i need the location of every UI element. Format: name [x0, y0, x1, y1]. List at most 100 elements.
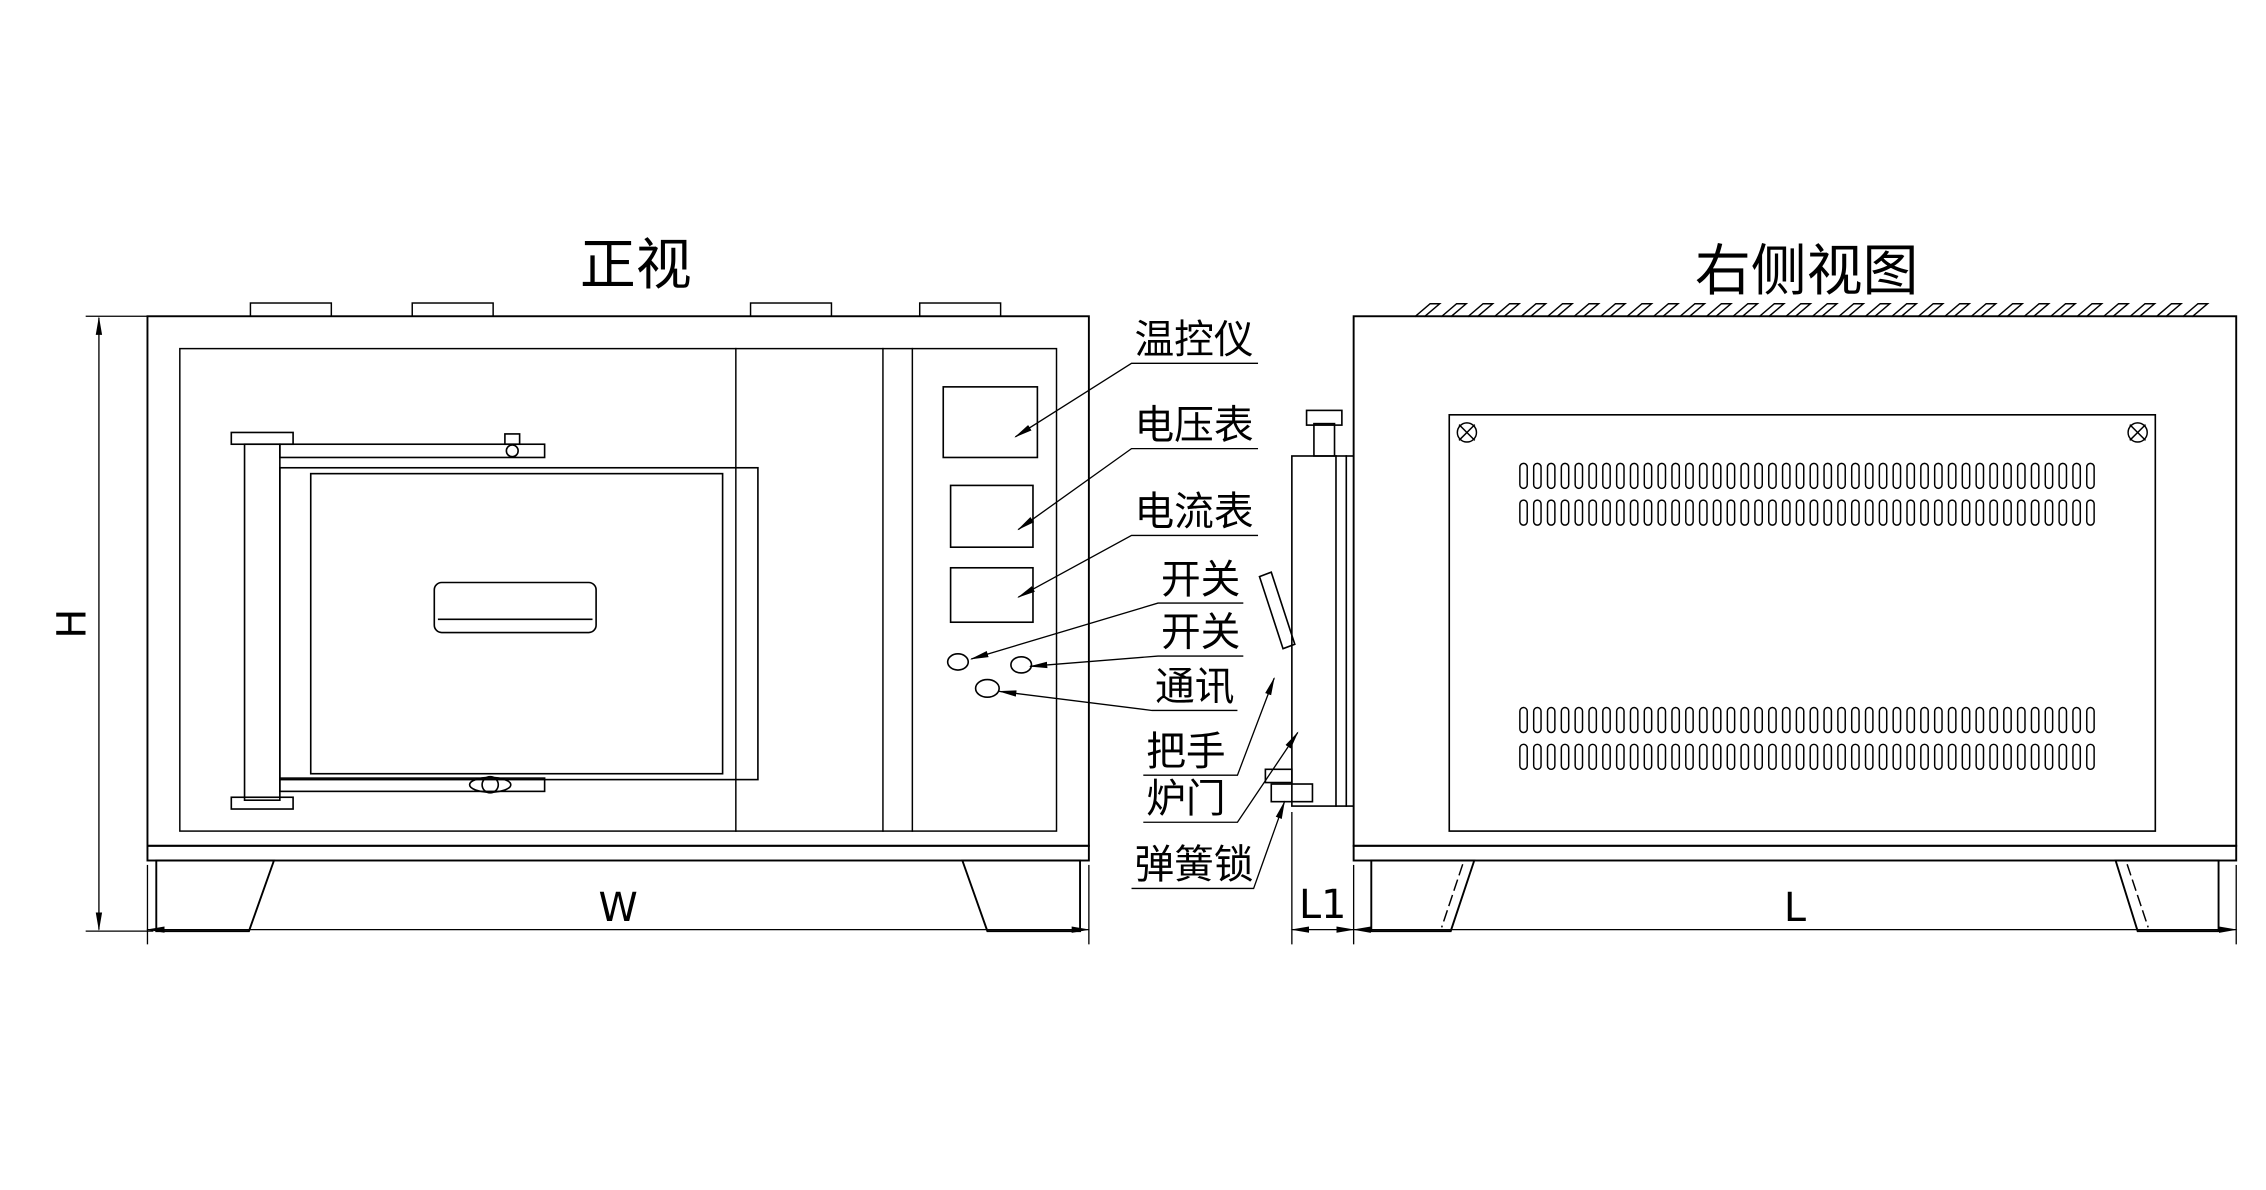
vent-slot	[2072, 462, 2082, 490]
top-fin	[2076, 303, 2104, 318]
vent-slot	[2003, 499, 2012, 526]
vent-slot	[1685, 743, 1694, 771]
vent-slot	[1671, 706, 1681, 734]
top-fin	[2023, 303, 2051, 318]
vent-slot	[1671, 462, 1681, 490]
vent-slot	[1671, 499, 1681, 526]
vent-slot	[1685, 462, 1694, 490]
vent-slot	[1532, 499, 1542, 526]
vent-slot	[1795, 743, 1805, 771]
vent-slot	[1906, 462, 1916, 490]
vent-slot	[1519, 499, 1528, 526]
vent-slot	[1602, 462, 1611, 490]
vent-slot	[1740, 706, 1750, 734]
vent-slot	[1781, 499, 1791, 526]
vent-slot	[1560, 706, 1570, 734]
callout-label-switch-2: 开关	[1161, 610, 1240, 656]
vent-slot	[1740, 743, 1750, 771]
vent-slot	[1629, 462, 1639, 490]
vent-slot	[1754, 706, 1764, 734]
top-fin	[1599, 303, 1628, 318]
vent-slot	[2058, 462, 2068, 490]
leader-voltmeter	[1017, 447, 1259, 531]
vent-slot	[1615, 706, 1625, 734]
vent-slot	[1712, 462, 1722, 490]
vent-slot	[1546, 706, 1556, 734]
vent-slot	[1588, 462, 1598, 490]
vent-slots	[1519, 462, 2095, 771]
vent-slot	[1837, 499, 1846, 526]
vent-slot	[1823, 499, 1833, 526]
vent-slot	[1947, 706, 1957, 734]
top-fin	[1414, 303, 1442, 318]
vent-slot	[1532, 743, 1542, 771]
vent-slot	[1933, 706, 1943, 734]
side-door	[1291, 455, 1348, 807]
vent-slot	[1906, 706, 1916, 734]
top-fin	[1890, 303, 1919, 318]
vent-slot	[1698, 499, 1708, 526]
vent-slot	[2044, 706, 2054, 734]
vent-slot	[1532, 462, 1542, 490]
vent-slot	[1602, 743, 1611, 771]
vent-slot	[1560, 499, 1570, 526]
callout-label-voltmeter: 电压表	[1134, 402, 1253, 448]
vent-slot	[1712, 743, 1722, 771]
vent-slot	[1532, 706, 1542, 734]
vent-slot	[1519, 706, 1528, 734]
vent-slot	[1712, 706, 1722, 734]
vent-slot	[2030, 706, 2040, 734]
vent-slot	[1975, 499, 1985, 526]
vent-slot	[2044, 462, 2054, 490]
top-fin	[1917, 303, 1945, 318]
top-fin	[1679, 303, 1707, 318]
vent-slot	[1961, 499, 1971, 526]
dimension-labels: H W L1 L	[50, 609, 1806, 931]
vent-slot	[1933, 499, 1943, 526]
side-door-handle-stem	[1313, 422, 1336, 457]
leader-comm-port	[997, 690, 1238, 712]
vent-slot	[1740, 499, 1750, 526]
side-base-strip	[1352, 844, 2238, 862]
top-fin	[1705, 303, 1733, 318]
vent-slot	[1574, 706, 1584, 734]
side-view-title: 右侧视图	[1695, 239, 1919, 304]
callout-label-spring-lock: 弹簧锁	[1134, 842, 1253, 888]
vent-slot	[2016, 499, 2026, 526]
vent-slot	[1768, 706, 1777, 734]
vent-slot	[1795, 499, 1805, 526]
vent-slot	[1933, 462, 1943, 490]
callout-label-handle: 把手	[1146, 729, 1225, 775]
leader-temp-controller	[1014, 362, 1259, 438]
leader-ammeter	[1017, 534, 1259, 598]
top-fin	[1520, 303, 1548, 318]
vent-slot	[1546, 743, 1556, 771]
callout-labels: 温控仪 电压表 电流表 开关 开关 通讯 把手 炉门 弹簧锁	[1134, 317, 1253, 888]
temp-controller-window	[942, 386, 1039, 459]
vent-slot	[1961, 462, 1971, 490]
vent-slot	[1906, 743, 1916, 771]
vent-slot	[1754, 499, 1764, 526]
voltmeter-window	[949, 484, 1034, 549]
vent-slot	[1685, 499, 1694, 526]
side-door-handle-cap	[1305, 409, 1343, 426]
front-door-assembly	[230, 431, 759, 810]
vent-slot	[1768, 462, 1777, 490]
top-fin	[1626, 303, 1654, 318]
vent-slot	[1560, 743, 1570, 771]
vent-slot	[1989, 706, 1999, 734]
vent-slot	[1781, 706, 1791, 734]
vent-slot	[1878, 462, 1888, 490]
vent-slot	[2030, 743, 2040, 771]
vent-slot	[1933, 743, 1943, 771]
top-fin	[2129, 303, 2157, 318]
vent-slot	[2072, 499, 2082, 526]
vent-slot	[1712, 499, 1722, 526]
vent-slot	[2086, 499, 2095, 526]
vent-slot	[2058, 706, 2068, 734]
door-frame	[279, 466, 759, 781]
vent-slot	[2058, 743, 2068, 771]
door-handle-recess	[433, 581, 597, 634]
top-fin	[2049, 303, 2078, 318]
vent-slot	[1602, 499, 1611, 526]
